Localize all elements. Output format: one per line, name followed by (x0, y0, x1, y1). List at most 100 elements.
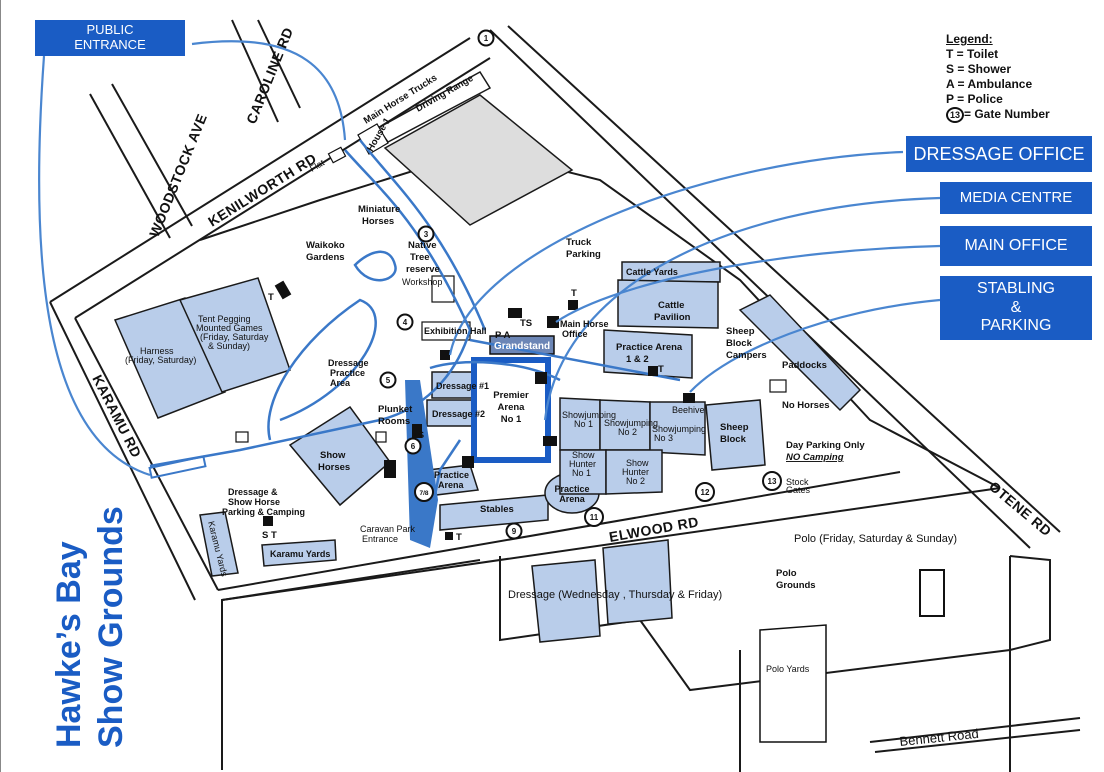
road-caroline (231, 19, 301, 123)
legend-gate-row: 13= Gate Number (946, 107, 1050, 123)
label-plunket-1: Plunket (378, 404, 413, 415)
gate-circle (477, 29, 495, 47)
label-paddocks: Paddocks (782, 360, 827, 371)
label-native-3: reserve (406, 264, 440, 275)
callout-stabling-parking: STABLING & PARKING (940, 276, 1092, 340)
gate-number: 12 (701, 488, 710, 497)
gate-circle (417, 225, 435, 243)
road-karamu (49, 301, 219, 601)
gate-number: 1 (484, 34, 489, 43)
symbol-t-1: T (268, 292, 274, 303)
label-caravan-1: Caravan Park (360, 524, 416, 534)
road-otene (489, 25, 1061, 549)
label-miniature-1: Miniature (358, 204, 400, 215)
label-dressage1: Dressage #1 (436, 381, 489, 391)
label-par-2: Arena (559, 494, 586, 504)
label-workshop: Workshop (402, 277, 442, 287)
road-bennett (869, 717, 1081, 753)
label-no-horses: No Horses (782, 400, 830, 411)
label-cattle-yards: Cattle Yards (626, 267, 678, 277)
label-sj1-1: Showjumping (562, 410, 616, 420)
label-stables: Stables (480, 504, 514, 515)
callout-main-office: MAIN OFFICE (940, 226, 1092, 266)
symbol-st: S T (262, 530, 277, 541)
road-elwood (217, 471, 1001, 601)
label-exhibition-hall: Exhibition Hall (424, 326, 487, 336)
callout-media-centre: MEDIA CENTRE (940, 182, 1092, 214)
callout-dressage-office: DRESSAGE OFFICE (906, 136, 1092, 172)
legend-gate-icon: 13 (946, 107, 964, 123)
callout-stabling-line2: & (1010, 298, 1022, 316)
label-no-camping: NO Camping (786, 452, 844, 463)
label-cattle-pav-2: Pavilion (654, 312, 691, 323)
label-polo-grounds-2: Grounds (776, 580, 816, 591)
label-par-1: Practice (554, 484, 589, 494)
label-sh1-1: Show (572, 450, 595, 460)
legend: Legend: T = Toilet S = Shower A = Ambula… (946, 32, 1050, 123)
label-dp-2: Show Horse (228, 497, 280, 507)
area-stables (439, 494, 549, 531)
legend-gate: = Gate Number (964, 107, 1050, 122)
label-native-2: Tree (410, 252, 430, 263)
label-dressage2: Dressage #2 (432, 409, 485, 419)
label-tent-1: Tent Pegging (198, 314, 251, 324)
label-show-horses-1: Show (320, 450, 346, 461)
symbol-t-4: T (456, 532, 462, 543)
label-dressage-days: Dressage (Wednesday , Thursday & Friday) (508, 589, 722, 601)
label-premier-1: Premier (493, 390, 529, 401)
map-title: Hawke’s Bay Show Grounds (50, 506, 130, 748)
label-stock-2: Gates (786, 485, 811, 495)
label-sh2-1: Show (626, 458, 649, 468)
gate-circle (379, 371, 397, 389)
gate-3: 3 (417, 225, 435, 243)
label-miniature-2: Horses (362, 216, 394, 227)
gate-circle (404, 437, 422, 455)
area-karamu-yards (261, 539, 337, 567)
area-sh2 (605, 449, 663, 495)
symbol-pa: P A (495, 330, 510, 341)
gate-circle (414, 482, 434, 502)
callout-dressage-office-label: DRESSAGE OFFICE (913, 143, 1085, 164)
gate-7-8: 7/8 (414, 482, 434, 502)
area-sheep-campers (738, 294, 862, 412)
gate-number: 4 (403, 318, 408, 327)
legend-shower: S = Shower (946, 62, 1012, 76)
label-show-horses-2: Horses (318, 462, 350, 473)
label-dp-3: Parking & Camping (222, 507, 305, 517)
gate-5: 5 (379, 371, 397, 389)
label-sh1-2: Hunter (569, 459, 596, 469)
label-day-parking: Day Parking Only (786, 440, 865, 451)
label-sh1-3: No 1 (572, 468, 591, 478)
label-waikoko-1: Waikoko (306, 240, 345, 251)
gate-12: 12 (695, 482, 715, 502)
label-dpa-3: Area (330, 378, 351, 388)
gate-number: 3 (424, 230, 429, 239)
callout-media-centre-label: MEDIA CENTRE (959, 189, 1073, 207)
legend-toilet: T = Toilet (946, 47, 999, 61)
symbol-t-2: T (571, 288, 577, 299)
label-polo-grounds-1: Polo (776, 568, 797, 579)
title-line2: Show Grounds (92, 506, 130, 748)
gate-13: 13 (762, 471, 782, 491)
gate-number: 5 (386, 376, 391, 385)
area-dressage-2-lower (602, 539, 673, 625)
label-sj2-2: No 2 (618, 427, 637, 437)
legend-title: Legend: (946, 32, 993, 46)
area-cattle-yards (621, 261, 721, 283)
symbol-ts-grandstand: TS (520, 318, 532, 329)
area-practice-arena-12 (603, 329, 693, 379)
label-mho-2: Office (562, 329, 588, 339)
label-sj3-1: Showjumping (652, 424, 706, 434)
label-harness-2: (Friday, Saturday) (125, 355, 196, 365)
callout-public-entrance: PUBLIC ENTRANCE (35, 20, 185, 56)
label-tent-4: & Sunday) (208, 341, 250, 351)
gate-circle (584, 507, 604, 527)
label-premier-2: Arena (498, 402, 526, 413)
gate-number: 7/8 (419, 490, 428, 497)
label-dp-1: Dressage & (228, 487, 278, 497)
label-tent-2: Mounted Games (196, 323, 263, 333)
legend-ambulance: A = Ambulance (946, 77, 1033, 91)
symbol-t-3: T (658, 364, 664, 375)
label-pa12-2: 1 & 2 (626, 354, 649, 365)
